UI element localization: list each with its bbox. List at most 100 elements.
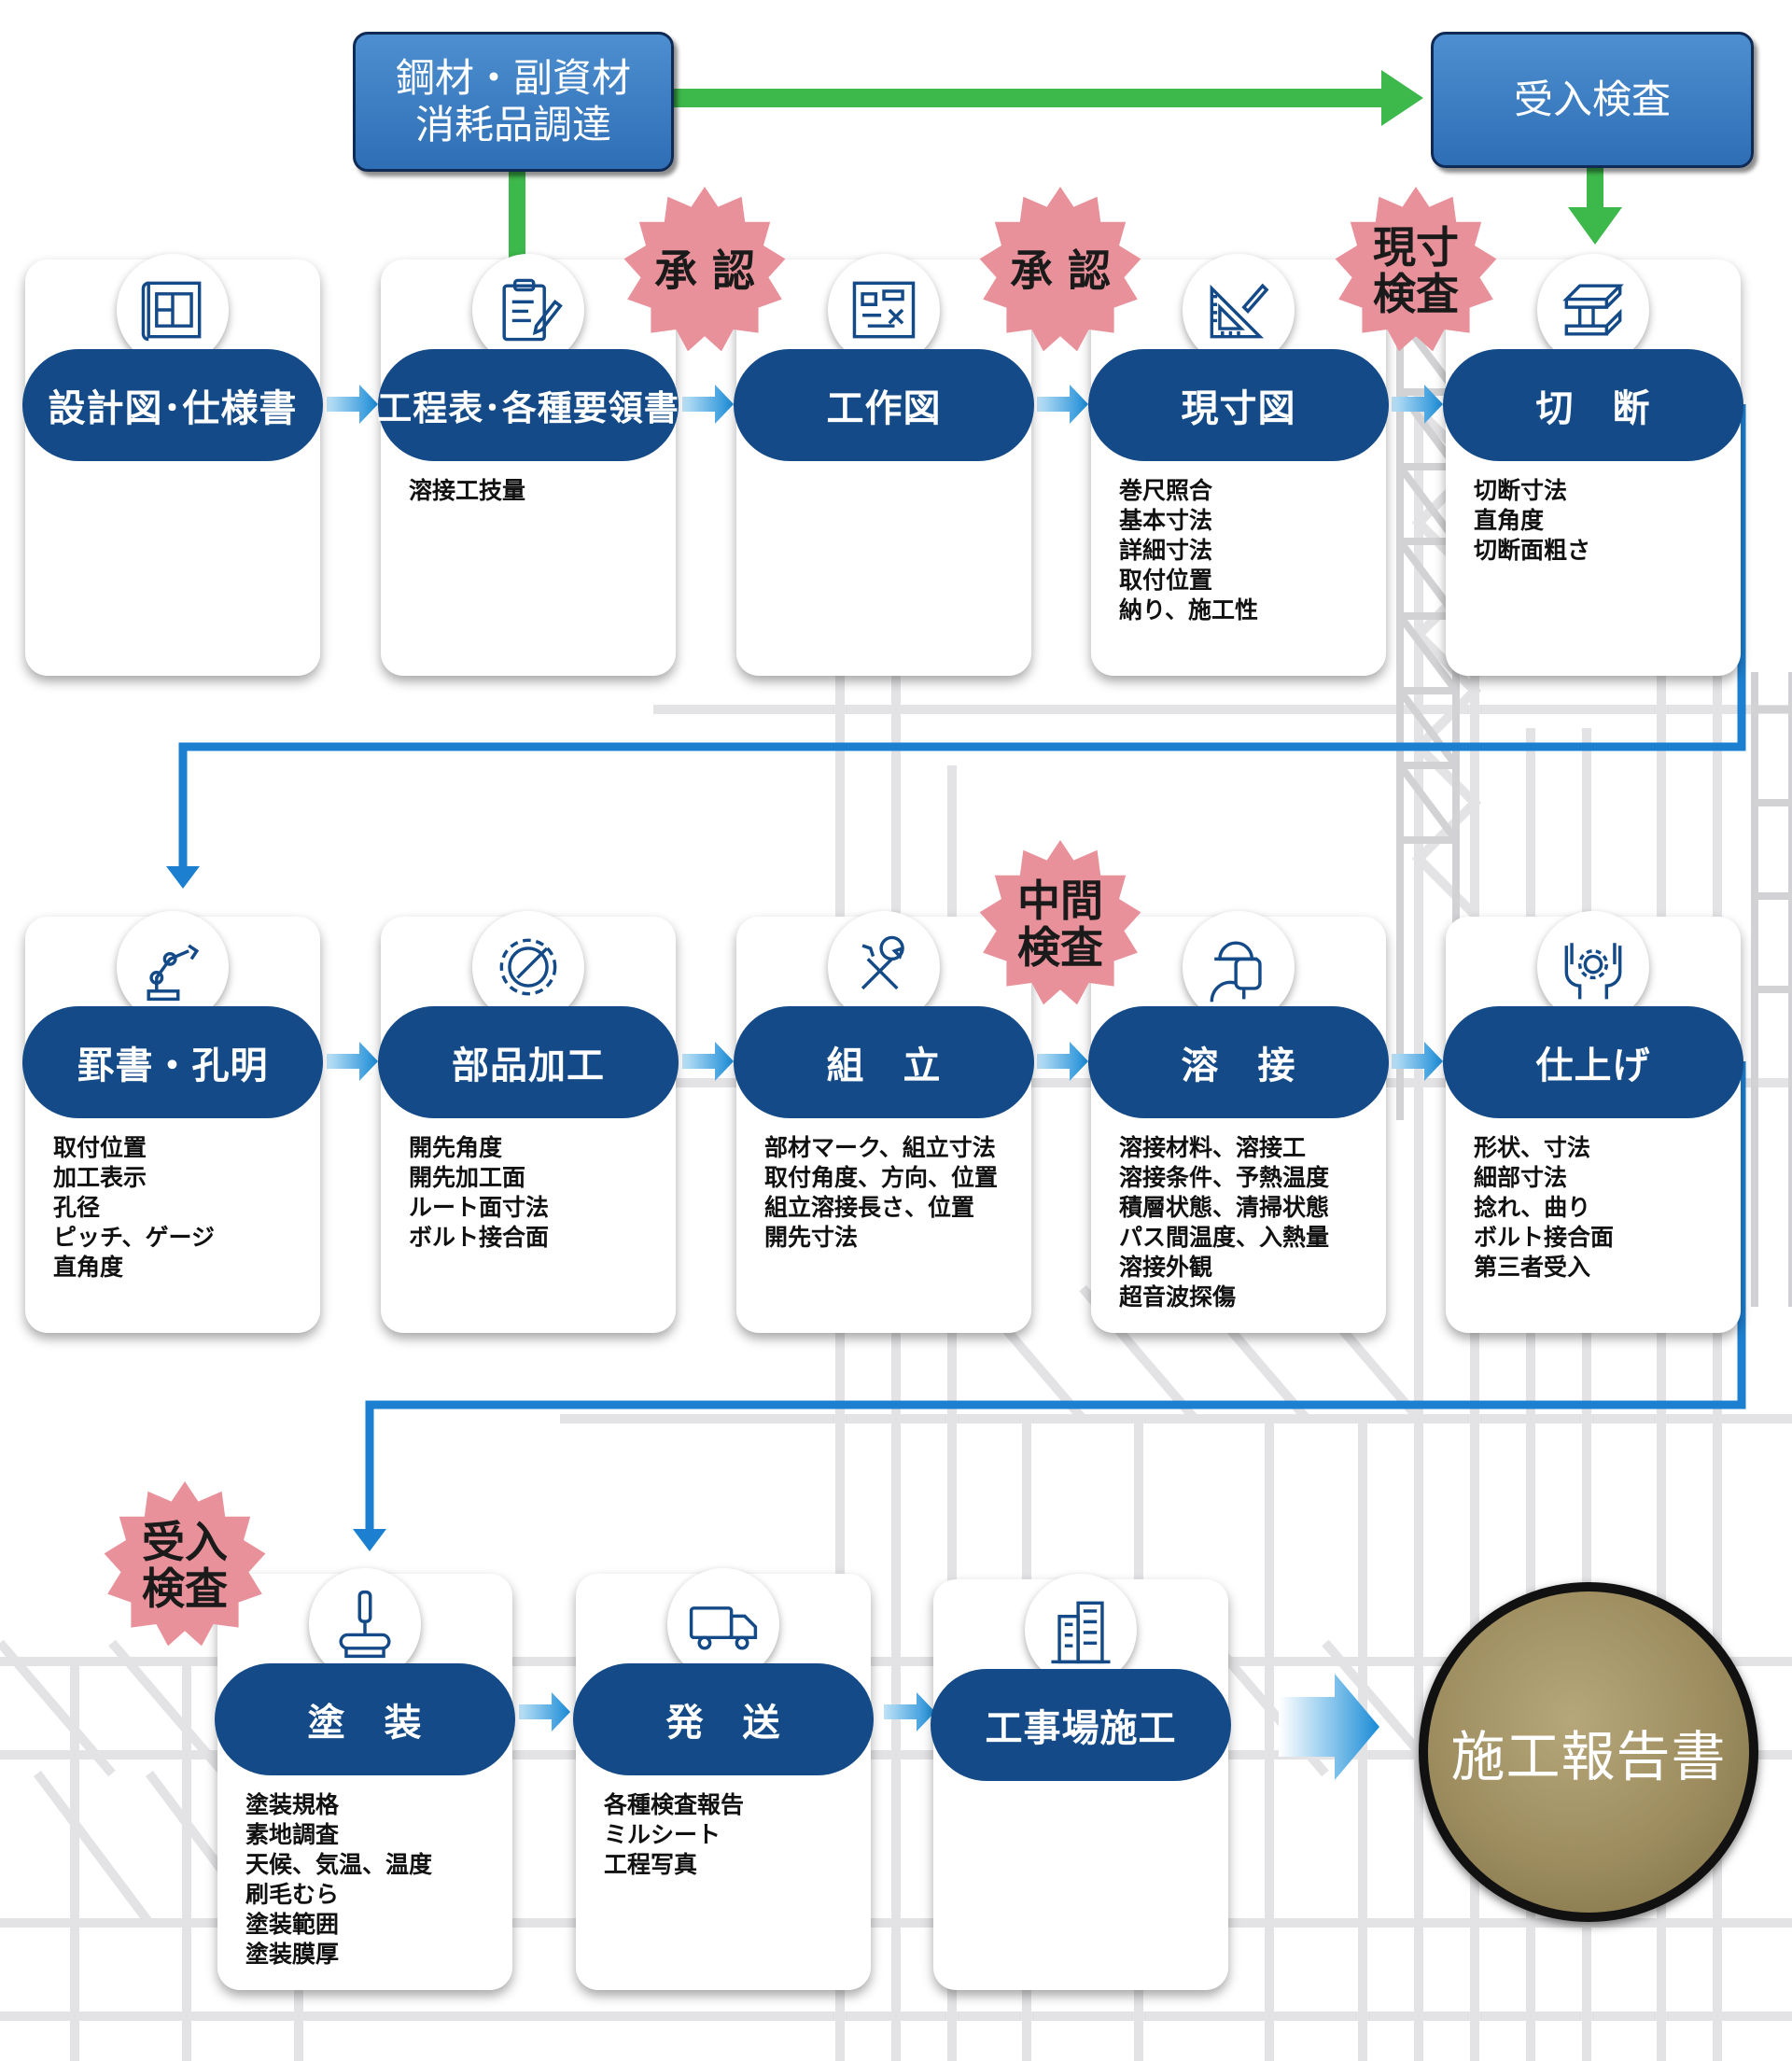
check-item: 巻尺照合 — [1119, 477, 1213, 504]
check-item: 取付位置 — [1119, 567, 1213, 594]
check-item: 切断面粗さ — [1474, 537, 1591, 564]
step-card-marking: 罫書・孔明 取付位置 加工表示 孔径 ピッチ、ゲージ 直角度 — [22, 911, 323, 1333]
check-item: 直角度 — [53, 1254, 124, 1281]
check-item: 開先寸法 — [764, 1224, 859, 1251]
step-check-list: 溶接工技量 — [409, 476, 525, 506]
check-item: 溶接工技量 — [409, 477, 526, 504]
step-check-list: 切断寸法 直角度 切断面粗さ — [1474, 476, 1590, 566]
check-item: ミルシート — [604, 1821, 721, 1848]
check-item: 取付角度、方向、位置 — [764, 1164, 999, 1191]
check-item: ルート面寸法 — [409, 1194, 550, 1221]
step-title: 組 立 — [734, 1006, 1034, 1118]
check-item: 開先加工面 — [409, 1164, 526, 1191]
step-card-shipping: 発 送 各種検査報告 ミルシート 工程写真 — [573, 1568, 874, 1990]
check-item: 超音波探傷 — [1119, 1283, 1237, 1311]
acceptance-inspection-badge: 受入検査 — [101, 1481, 269, 1649]
step-title: 設計図･仕様書 — [22, 349, 323, 461]
step-check-list: 形状、寸法 細部寸法 捻れ、曲り ボルト接合面 第三者受入 — [1474, 1133, 1614, 1283]
step-check-list: 溶接材料、溶接工 溶接条件、予熱温度 積層状態、清掃状態 パス間温度、入熱量 溶… — [1119, 1133, 1329, 1312]
step-title: 仕上げ — [1443, 1006, 1743, 1118]
check-item: ボルト接合面 — [1474, 1224, 1615, 1251]
step-title: 工程表･各種要領書 — [377, 349, 679, 461]
step-check-list: 部材マーク、組立寸法 取付角度、方向、位置 組立溶接長さ、位置 開先寸法 — [764, 1133, 998, 1253]
interim-inspection-badge: 中間検査 — [976, 840, 1144, 1008]
check-item: 刷毛むら — [245, 1881, 340, 1908]
gear-wrench-icon — [472, 911, 584, 1023]
hands-gear-icon — [1537, 911, 1649, 1023]
procurement-box: 鋼材・副資材 消耗品調達 — [353, 32, 674, 172]
welder-icon — [1183, 911, 1295, 1023]
step-title: 工作図 — [734, 349, 1034, 461]
wrench-icon — [828, 911, 940, 1023]
construction-report-seal: 施工報告書 — [1419, 1582, 1758, 1922]
paint-roller-icon — [309, 1568, 421, 1680]
check-item: 塗装膜厚 — [245, 1941, 340, 1968]
robot-arm-icon — [117, 911, 229, 1023]
badge-line-1: 中間 — [1017, 876, 1103, 926]
step-title: 塗 装 — [215, 1663, 515, 1775]
check-item: 部材マーク、組立寸法 — [764, 1134, 996, 1161]
check-item: 直角度 — [1474, 507, 1545, 534]
step-title: 部品加工 — [378, 1006, 679, 1118]
check-item: パス間温度、入熱量 — [1119, 1224, 1330, 1251]
step-title: 工事場施工 — [931, 1669, 1231, 1781]
procurement-line-2: 消耗品調達 — [414, 102, 611, 147]
step-title: 発 送 — [573, 1663, 874, 1775]
blueprint-icon — [117, 254, 229, 366]
check-item: 溶接条件、予熱温度 — [1119, 1164, 1330, 1191]
receiving-inspection-label: 受入検査 — [1513, 77, 1671, 122]
badge-line-2: 検査 — [1017, 922, 1103, 973]
step-check-list: 開先角度 開先加工面 ルート面寸法 ボルト接合面 — [409, 1133, 549, 1253]
receiving-inspection-box: 受入検査 — [1431, 32, 1754, 168]
building-icon — [1025, 1574, 1137, 1686]
step-card-finishing: 仕上げ 形状、寸法 細部寸法 捻れ、曲り ボルト接合面 第三者受入 — [1443, 911, 1743, 1333]
step-title: 現寸図 — [1088, 349, 1389, 461]
step-title: 切 断 — [1443, 349, 1743, 461]
check-item: 溶接材料、溶接工 — [1119, 1134, 1307, 1161]
check-item: 積層状態、清掃状態 — [1119, 1194, 1330, 1221]
report-label: 施工報告書 — [1450, 1725, 1727, 1788]
check-item: 工程写真 — [604, 1851, 698, 1878]
step-title: 罫書・孔明 — [22, 1006, 323, 1118]
step-card-design: 設計図･仕様書 — [22, 254, 323, 676]
check-item: 切断寸法 — [1474, 477, 1568, 504]
check-item: ボルト接合面 — [409, 1224, 550, 1251]
check-item: 孔径 — [53, 1194, 101, 1221]
step-card-site-work: 工事場施工 — [931, 1574, 1231, 1990]
check-item: 各種検査報告 — [604, 1791, 745, 1818]
truck-icon — [667, 1568, 779, 1680]
clipboard-icon — [472, 254, 584, 366]
badge-text: 承 認 — [1009, 245, 1111, 296]
check-item: 塗装規格 — [245, 1791, 340, 1818]
check-item: 開先角度 — [409, 1134, 503, 1161]
badge-text: 承 認 — [653, 245, 755, 296]
check-item: 素地調査 — [245, 1821, 340, 1848]
check-item: 基本寸法 — [1119, 507, 1213, 534]
step-check-list: 取付位置 加工表示 孔径 ピッチ、ゲージ 直角度 — [53, 1133, 215, 1283]
check-item: 第三者受入 — [1474, 1254, 1591, 1281]
full-size-inspection-badge: 現寸検査 — [1332, 187, 1500, 355]
step-check-list: 塗装規格 素地調査 天候、気温、温度 刷毛むら 塗装範囲 塗装膜厚 — [245, 1790, 432, 1970]
check-item: ピッチ、ゲージ — [53, 1224, 216, 1251]
check-item: 納り、施工性 — [1119, 596, 1259, 624]
badge-line-2: 検査 — [142, 1563, 228, 1614]
check-item: 捻れ、曲り — [1474, 1194, 1591, 1221]
step-card-painting: 塗 装 塗装規格 素地調査 天候、気温、温度 刷毛むら 塗装範囲 塗装膜厚 — [215, 1568, 515, 1990]
check-item: 加工表示 — [53, 1164, 147, 1191]
check-item: 塗装範囲 — [245, 1911, 340, 1938]
steel-beam-icon — [1537, 254, 1649, 366]
step-check-list: 巻尺照合 基本寸法 詳細寸法 取付位置 納り、施工性 — [1119, 476, 1258, 625]
step-check-list: 各種検査報告 ミルシート 工程写真 — [604, 1790, 744, 1880]
step-title: 溶 接 — [1088, 1006, 1389, 1118]
check-item: 詳細寸法 — [1119, 537, 1213, 564]
check-item: 取付位置 — [53, 1134, 147, 1161]
badge-line-1: 現寸 — [1373, 222, 1459, 273]
set-square-icon — [1183, 254, 1295, 366]
badge-line-1: 受入 — [142, 1517, 228, 1567]
approval-badge: 承 認 — [621, 187, 789, 355]
check-item: 天候、気温、温度 — [245, 1851, 433, 1878]
check-item: 組立溶接長さ、位置 — [764, 1194, 975, 1221]
check-item: 細部寸法 — [1474, 1164, 1568, 1191]
drawing-plan-icon — [828, 254, 940, 366]
check-item: 溶接外観 — [1119, 1254, 1213, 1281]
